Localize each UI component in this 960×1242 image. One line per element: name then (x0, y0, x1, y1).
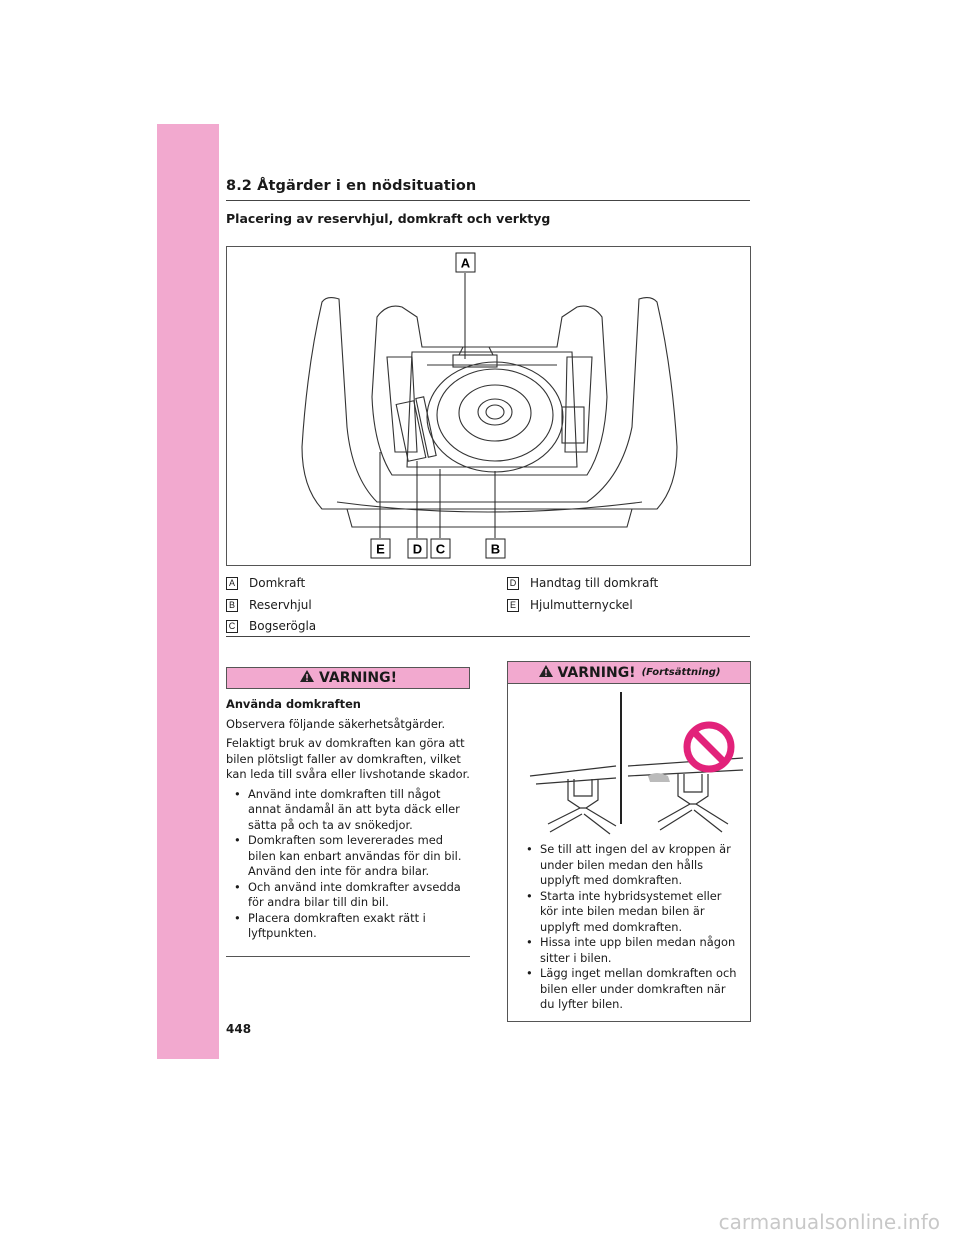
callout-b: B (491, 542, 500, 557)
legend-item-a: A Domkraft (226, 574, 305, 592)
list-item: Hissa inte upp bilen medan någon sitter … (518, 935, 740, 966)
legend-label: Handtag till domkraft (530, 576, 659, 590)
legend-item-c: C Bogserögla (226, 617, 316, 635)
list-item: Placera domkraften exakt rätt i lyftpunk… (226, 911, 470, 942)
legend-key: C (226, 619, 238, 633)
legend-key: E (507, 598, 519, 612)
warning-paragraph: Felaktigt bruk av domkraften kan göra at… (226, 736, 470, 781)
callout-e: E (376, 542, 385, 557)
warning-box-jack: VARNING! Använda domkraften Observera fö… (226, 667, 470, 957)
warning-box-continued: VARNING! (Fortsättning) (507, 661, 751, 1022)
list-item: Starta inte hybridsystemet eller kör int… (518, 889, 740, 936)
continued-label: (Fortsättning) (641, 667, 721, 678)
legend-label: Hjulmutternyckel (530, 598, 633, 612)
warning-list: Använd inte domkraften till något annat … (226, 787, 470, 942)
legend-key: B (226, 598, 238, 612)
legend-rule (226, 636, 750, 637)
list-item: Se till att ingen del av kroppen är unde… (518, 842, 740, 889)
legend-item-e: E Hjulmutternyckel (507, 596, 633, 614)
jack-drawing (529, 692, 744, 835)
callout-c: C (436, 542, 446, 557)
warning-triangle-icon (299, 669, 315, 687)
trunk-illustration: A E D C B (226, 246, 751, 566)
watermark[interactable]: carmanualsonline.info (718, 1210, 940, 1234)
legend-label: Domkraft (249, 576, 306, 590)
warning-heading: Använda domkraften (226, 697, 361, 711)
legend-key: D (507, 576, 519, 590)
callout-d: D (413, 542, 422, 557)
warning-title: VARNING! (557, 664, 636, 681)
trunk-drawing: A E D C B (301, 252, 678, 559)
page-number: 448 (226, 1022, 252, 1036)
section-rule (226, 200, 750, 201)
jack-illustration (508, 684, 750, 842)
figure-heading: Placering av reservhjul, domkraft och ve… (226, 211, 551, 226)
legend-item-b: B Reservhjul (226, 596, 312, 614)
legend-label: Bogserögla (249, 619, 317, 633)
list-item: Använd inte domkraften till något annat … (226, 787, 470, 834)
legend-label: Reservhjul (249, 598, 312, 612)
warning-triangle-icon (538, 664, 554, 682)
section-heading: 8.2 Åtgärder i en nödsituation (226, 178, 477, 194)
list-item: Och använd inte domkrafter avsedda för a… (226, 880, 470, 911)
warning-header: VARNING! (Fortsättning) (508, 662, 750, 684)
warning-header: VARNING! (226, 667, 470, 689)
list-item: Domkraften som levererades med bilen kan… (226, 833, 470, 880)
legend-item-d: D Handtag till domkraft (507, 574, 658, 592)
warning-paragraph: Observera följande säkerhetsåtgärder. (226, 716, 446, 731)
list-item: Lägg inget mellan domkraften och bilen e… (518, 966, 740, 1013)
callout-a: A (461, 256, 471, 271)
warning-title: VARNING! (318, 670, 398, 686)
side-color-strip (157, 124, 219, 1059)
warning-list: Se till att ingen del av kroppen är unde… (518, 842, 740, 1013)
legend-key: A (226, 576, 238, 590)
